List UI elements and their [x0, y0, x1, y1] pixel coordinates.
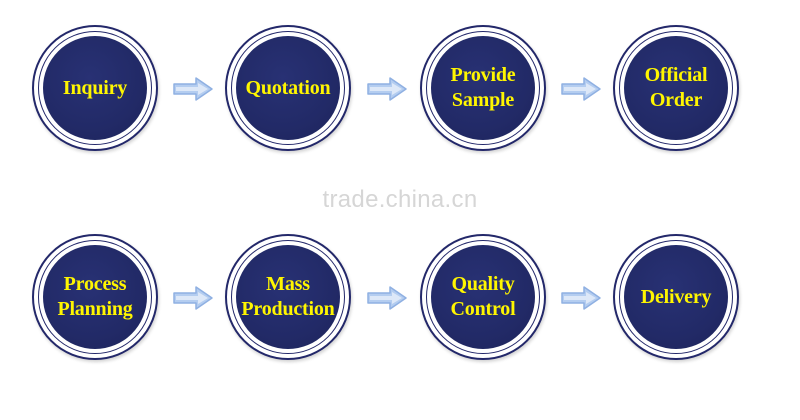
step-provide-sample: Provide Sample: [420, 25, 546, 151]
right-arrow-icon: [366, 76, 408, 102]
step-official-order: Official Order: [613, 25, 739, 151]
step-delivery-label: Delivery: [640, 285, 712, 308]
step-mass-production: Mass Production: [225, 234, 351, 360]
step-delivery: Delivery: [613, 234, 739, 360]
step-inquiry: Inquiry: [32, 25, 158, 151]
right-arrow-icon: [560, 76, 602, 102]
step-provide-sample-circle: Provide Sample: [431, 36, 535, 140]
step-quotation-circle: Quotation: [236, 36, 340, 140]
step-official-order-circle: Official Order: [624, 36, 728, 140]
step-official-order-label: Official Order: [644, 64, 708, 111]
right-arrow-icon: [172, 285, 214, 311]
step-process-planning-label: Process Planning: [57, 273, 133, 320]
step-provide-sample-label: Provide Sample: [450, 64, 516, 111]
step-inquiry-circle: Inquiry: [43, 36, 147, 140]
watermark-text: trade.china.cn: [322, 186, 478, 213]
right-arrow-icon: [560, 285, 602, 311]
step-process-planning: Process Planning: [32, 234, 158, 360]
step-process-planning-circle: Process Planning: [43, 245, 147, 349]
step-mass-production-circle: Mass Production: [236, 245, 340, 349]
step-quality-control-label: Quality Control: [450, 273, 516, 320]
step-quality-control-circle: Quality Control: [431, 245, 535, 349]
step-quotation-label: Quotation: [245, 76, 331, 99]
right-arrow-icon: [172, 76, 214, 102]
step-delivery-circle: Delivery: [624, 245, 728, 349]
step-inquiry-label: Inquiry: [62, 76, 128, 99]
right-arrow-icon: [366, 285, 408, 311]
step-quotation: Quotation: [225, 25, 351, 151]
step-mass-production-label: Mass Production: [241, 273, 335, 320]
process-row-2: Process Planning Mass Production Quality…: [0, 234, 800, 364]
process-row-1: Inquiry Quotation Provide Sample: [0, 25, 800, 155]
step-quality-control: Quality Control: [420, 234, 546, 360]
